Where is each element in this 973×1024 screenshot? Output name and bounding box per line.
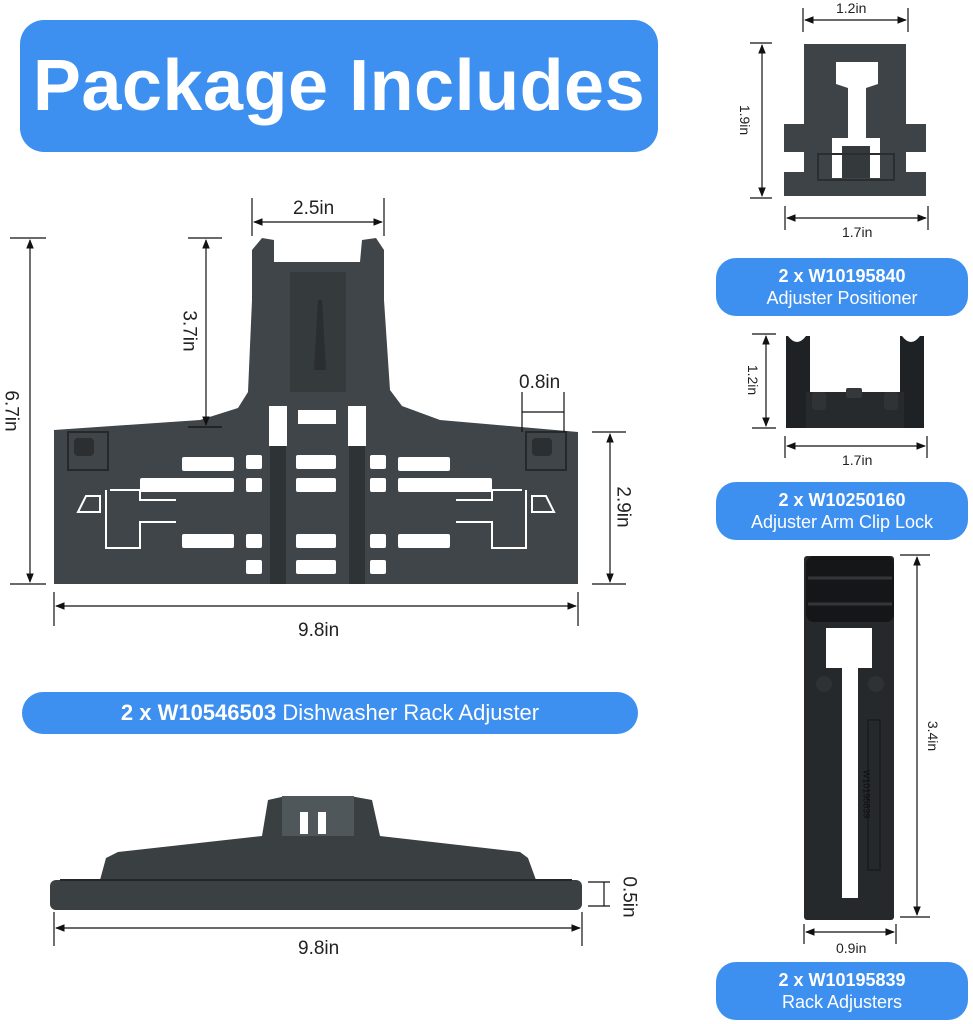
dim-total-height: 6.7in bbox=[0, 390, 22, 432]
main-part-qty: 2 x W10546503 bbox=[120, 700, 277, 725]
dim-side-width: 9.8in bbox=[298, 938, 340, 959]
rack-adjusters-label: 2 x W10195839 Rack Adjusters bbox=[716, 962, 968, 1020]
positioner-qty: 2 x W10195840 bbox=[778, 266, 906, 286]
dim-arm-height: 3.7in bbox=[178, 310, 200, 352]
rack-adjusters-part bbox=[804, 556, 894, 920]
dim-base-height: 2.9in bbox=[612, 486, 634, 528]
dim-clip-lock-height: 1.2in bbox=[745, 364, 762, 396]
positioner-name: Adjuster Positioner bbox=[766, 288, 918, 308]
dim-clip-width: 0.8in bbox=[519, 372, 561, 393]
part-engraving: W10195839 bbox=[861, 769, 872, 819]
page-title: Package Includes bbox=[32, 46, 646, 126]
side-dimension-lines bbox=[53, 881, 610, 946]
dim-side-thickness: 0.5in bbox=[618, 876, 640, 918]
adjuster-positioner bbox=[784, 44, 926, 196]
dim-positioner-top-width: 1.2in bbox=[836, 0, 867, 16]
dim-clip-lock-width: 1.7in bbox=[842, 452, 873, 468]
rack-adjuster-side-view bbox=[50, 796, 582, 910]
adjuster-arm-clip-lock bbox=[786, 336, 924, 428]
rack-adjuster-top-view bbox=[54, 238, 578, 584]
dim-rack-adjusters-width: 0.9in bbox=[836, 940, 867, 956]
rack-adjusters-qty: 2 x W10195839 bbox=[778, 970, 906, 990]
rack-adjusters-dimension-lines bbox=[803, 554, 930, 944]
positioner-dimension-lines bbox=[750, 8, 929, 230]
main-part-name: Dishwasher Rack Adjuster bbox=[282, 700, 540, 725]
title-banner: Package Includes bbox=[20, 20, 658, 152]
clip-lock-name: Adjuster Arm Clip Lock bbox=[750, 512, 934, 532]
dim-rack-adjusters-height: 3.4in bbox=[925, 720, 942, 752]
dim-positioner-height: 1.9in bbox=[737, 104, 754, 136]
dim-positioner-bottom-width: 1.7in bbox=[842, 224, 873, 240]
main-dimension-lines bbox=[10, 198, 626, 626]
positioner-label: 2 x W10195840 Adjuster Positioner bbox=[716, 258, 968, 316]
clip-lock-qty: 2 x W10250160 bbox=[778, 490, 906, 510]
clip-lock-label: 2 x W10250160 Adjuster Arm Clip Lock bbox=[716, 482, 968, 540]
main-part-label: 2 x W10546503 Dishwasher Rack Adjuster bbox=[22, 692, 638, 734]
dim-total-width: 9.8in bbox=[298, 620, 340, 641]
dim-top-width: 2.5in bbox=[293, 198, 335, 219]
clip-lock-dimension-lines bbox=[752, 333, 928, 458]
rack-adjusters-name: Rack Adjusters bbox=[781, 992, 903, 1012]
